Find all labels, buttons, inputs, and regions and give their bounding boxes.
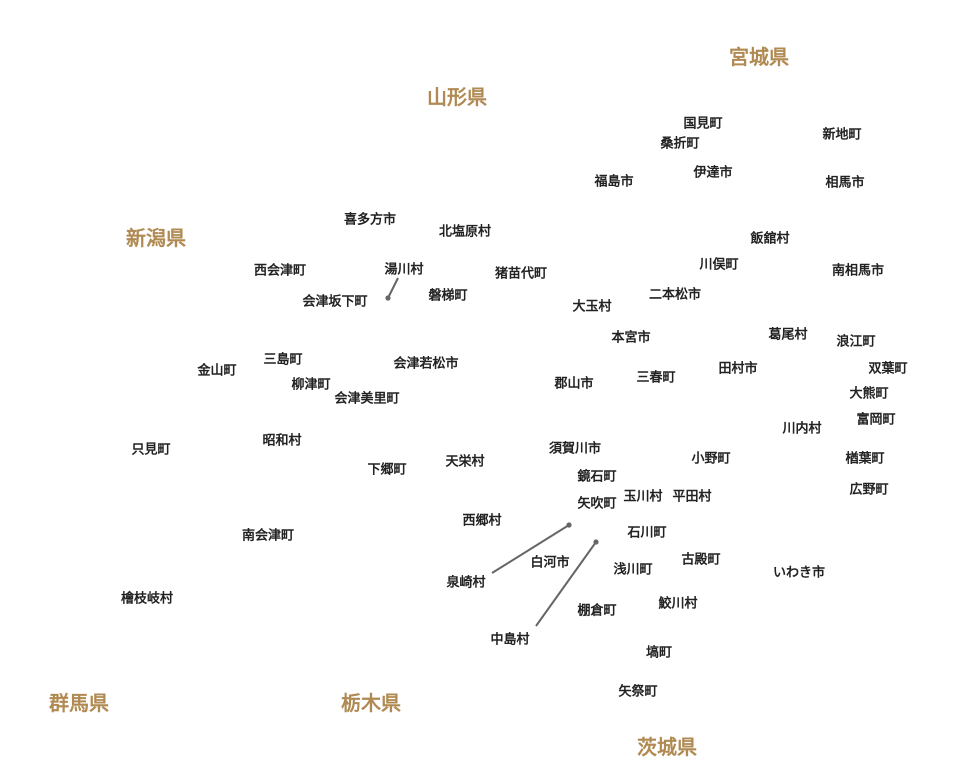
prefecture-label-yamagata: 山形県 [427, 85, 487, 109]
municipality-yabuki[interactable]: 矢吹町 [577, 496, 617, 512]
municipality-nishiaizu[interactable]: 西会津町 [253, 263, 307, 279]
municipality-izumizaki[interactable]: 泉崎村 [446, 575, 486, 591]
municipality-tamakawa[interactable]: 玉川村 [623, 489, 663, 505]
municipality-furudono[interactable]: 古殿町 [681, 552, 721, 568]
municipality-kaneyama[interactable]: 金山町 [197, 363, 237, 379]
municipality-fukushima[interactable]: 福島市 [594, 174, 634, 190]
municipality-kagamiishi[interactable]: 鏡石町 [577, 469, 617, 485]
leader-dot-yugawa [385, 295, 391, 301]
municipality-kawauchi[interactable]: 川内村 [782, 421, 822, 437]
municipality-ishikawa[interactable]: 石川町 [627, 525, 667, 541]
municipality-inawashiro[interactable]: 猪苗代町 [494, 266, 548, 282]
municipality-hinoemata[interactable]: 檜枝岐村 [120, 591, 174, 607]
municipality-nihonmatsu[interactable]: 二本松市 [648, 287, 702, 303]
municipality-aizumisato[interactable]: 会津美里町 [334, 391, 400, 407]
municipality-hirono[interactable]: 広野町 [849, 482, 889, 498]
municipality-hirata[interactable]: 平田村 [672, 489, 712, 505]
municipality-yanaizu[interactable]: 柳津町 [291, 377, 331, 393]
municipality-iwaki[interactable]: いわき市 [772, 565, 826, 581]
municipality-date[interactable]: 伊達市 [693, 165, 733, 181]
municipality-minamiaizu[interactable]: 南会津町 [241, 528, 295, 544]
prefecture-label-niigata: 新潟県 [126, 226, 186, 250]
municipality-kitashiobara[interactable]: 北塩原村 [438, 224, 492, 240]
municipality-minamisoma[interactable]: 南相馬市 [831, 263, 885, 279]
municipality-kitakata[interactable]: 喜多方市 [343, 212, 397, 228]
municipality-samegawa[interactable]: 鮫川村 [658, 596, 698, 612]
municipality-tadami[interactable]: 只見町 [131, 442, 171, 458]
prefecture-label-tochigi: 栃木県 [341, 691, 401, 715]
municipality-sukagawa[interactable]: 須賀川市 [548, 441, 602, 457]
municipality-kawamata[interactable]: 川俣町 [699, 257, 739, 273]
municipality-koriyama[interactable]: 郡山市 [554, 376, 594, 392]
municipality-shimogo[interactable]: 下郷町 [367, 462, 407, 478]
municipality-bandai[interactable]: 磐梯町 [428, 288, 468, 304]
municipality-shinchi[interactable]: 新地町 [822, 127, 862, 143]
municipality-yamatsuri[interactable]: 矢祭町 [618, 684, 658, 700]
municipality-asakawa[interactable]: 浅川町 [613, 562, 653, 578]
leader-dot-izumizaki [566, 522, 572, 528]
municipality-futaba[interactable]: 双葉町 [868, 361, 908, 377]
municipality-shirakawa[interactable]: 白河市 [530, 555, 570, 571]
municipality-soma[interactable]: 相馬市 [825, 175, 865, 191]
leader-line-yugawa [387, 277, 399, 299]
municipality-katsurao[interactable]: 葛尾村 [768, 327, 808, 343]
prefecture-label-gunma: 群馬県 [49, 691, 109, 715]
municipality-nishigo[interactable]: 西郷村 [462, 513, 502, 529]
municipality-mishima[interactable]: 三島町 [263, 352, 303, 368]
municipality-yugawa[interactable]: 湯川村 [384, 262, 424, 278]
municipality-okuma[interactable]: 大熊町 [849, 386, 889, 402]
municipality-tomioka[interactable]: 富岡町 [856, 412, 896, 428]
municipality-koori[interactable]: 桑折町 [660, 136, 700, 152]
municipality-hanawa[interactable]: 塙町 [645, 645, 673, 661]
municipality-motomiya[interactable]: 本宮市 [611, 330, 651, 346]
leader-dot-nakajima [593, 539, 599, 545]
municipality-tamura[interactable]: 田村市 [718, 361, 758, 377]
prefecture-label-ibaraki: 茨城県 [637, 735, 697, 759]
prefecture-label-miyagi: 宮城県 [729, 45, 789, 69]
municipality-tanagura[interactable]: 棚倉町 [577, 603, 617, 619]
municipality-iitate[interactable]: 飯舘村 [750, 231, 790, 247]
municipality-ono[interactable]: 小野町 [691, 451, 731, 467]
municipality-miharu[interactable]: 三春町 [636, 370, 676, 386]
municipality-aizuwakamatsu[interactable]: 会津若松市 [393, 356, 459, 372]
municipality-tenei[interactable]: 天栄村 [445, 454, 485, 470]
municipality-aizubange[interactable]: 会津坂下町 [302, 294, 368, 310]
municipality-naraha[interactable]: 楢葉町 [845, 451, 885, 467]
municipality-nakajima[interactable]: 中島村 [490, 632, 530, 648]
municipality-kunimi[interactable]: 国見町 [683, 116, 723, 132]
municipality-namie[interactable]: 浪江町 [836, 334, 876, 350]
municipality-showa[interactable]: 昭和村 [262, 433, 302, 449]
municipality-otama[interactable]: 大玉村 [572, 299, 612, 315]
